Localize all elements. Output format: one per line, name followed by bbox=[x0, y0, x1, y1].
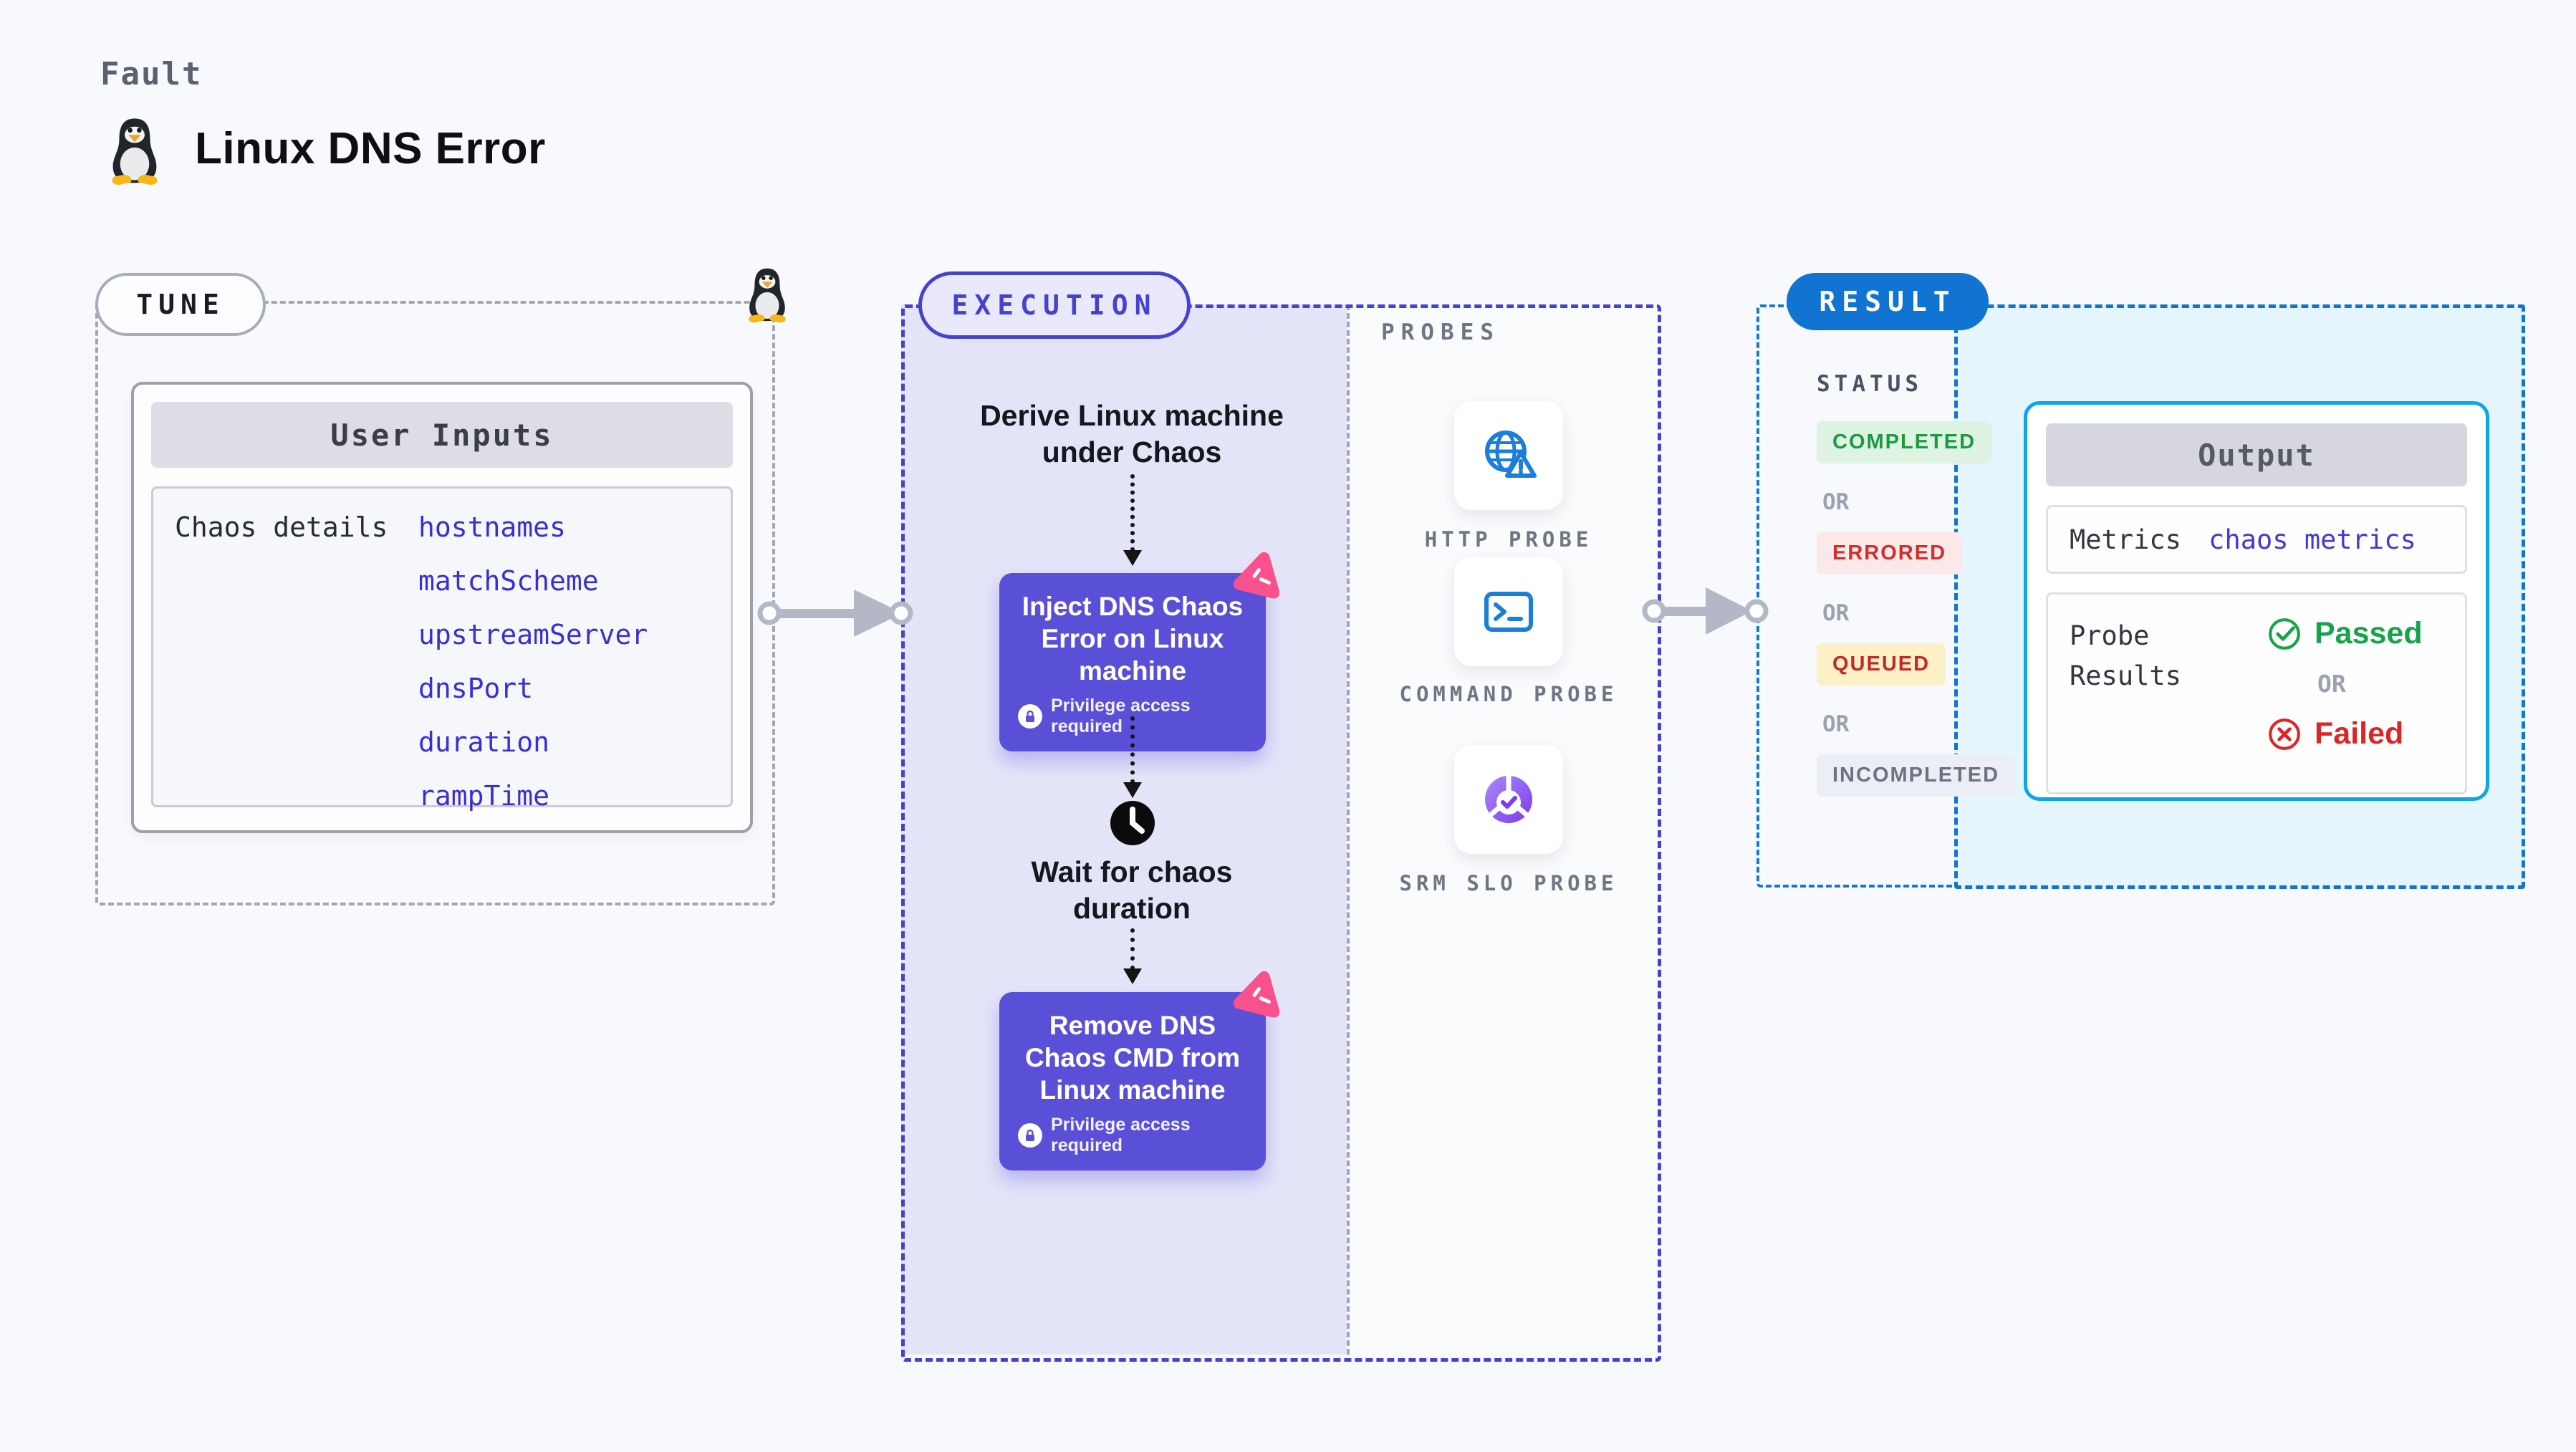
flow-arrow-2 bbox=[1130, 716, 1135, 784]
http-probe-label: HTTP PROBE bbox=[1424, 527, 1593, 552]
probe-results-row: Probe Results Passed OR Failed bbox=[2046, 592, 2467, 794]
privilege-row: Privilege access required bbox=[1018, 696, 1247, 737]
srm-slo-probe-card bbox=[1454, 745, 1563, 854]
tune-pill: TUNE bbox=[95, 273, 266, 336]
flow-arrow-1-head bbox=[1123, 550, 1142, 566]
lock-icon bbox=[1018, 704, 1042, 729]
privilege-text: Privilege access required bbox=[1051, 696, 1191, 737]
param-matchscheme: matchScheme bbox=[418, 565, 599, 597]
tux-linux-icon-small bbox=[745, 266, 789, 327]
status-badge-errored: ERRORED bbox=[1817, 532, 1963, 574]
flow-arrow-3 bbox=[1130, 928, 1135, 970]
probes-section-label: PROBES bbox=[1381, 319, 1500, 345]
clock-icon bbox=[1109, 799, 1156, 850]
passed-verdict: Passed bbox=[2267, 616, 2423, 651]
globe-warning-icon bbox=[1485, 431, 1537, 478]
srm-slo-probe-label: SRM SLO PROBE bbox=[1399, 871, 1618, 895]
status-badge-completed: COMPLETED bbox=[1817, 421, 1992, 463]
fault-kicker: Fault bbox=[100, 56, 203, 92]
or-separator: OR bbox=[1822, 711, 1850, 737]
x-circle-icon bbox=[2269, 718, 2300, 750]
derive-step-text: Derive Linux machine under Chaos bbox=[980, 399, 1284, 469]
terminal-icon bbox=[1484, 592, 1533, 632]
check-circle-icon bbox=[2269, 617, 2300, 650]
passed-text: Passed bbox=[2315, 616, 2423, 650]
failed-text: Failed bbox=[2315, 716, 2404, 751]
execution-to-result-arrow bbox=[1642, 587, 1769, 635]
tune-to-execution-arrow bbox=[757, 590, 913, 637]
command-probe-label: COMMAND PROBE bbox=[1399, 682, 1618, 706]
probe-results-label: Probe Results bbox=[2070, 620, 2181, 691]
inject-node-title: Inject DNS Chaos Error on Linux machine bbox=[1022, 592, 1244, 686]
execution-pill: EXECUTION bbox=[918, 271, 1191, 339]
chaos-details-label: Chaos details bbox=[175, 511, 388, 543]
metrics-label: Metrics bbox=[2070, 524, 2181, 555]
slo-donut-check-icon bbox=[1485, 774, 1532, 823]
privilege-row: Privilege access required bbox=[1018, 1115, 1247, 1156]
param-upstreamserver: upstreamServer bbox=[418, 619, 648, 650]
metrics-row: Metrics chaos metrics bbox=[2046, 505, 2467, 574]
metrics-value: chaos metrics bbox=[2209, 524, 2416, 555]
lock-icon bbox=[1018, 1123, 1042, 1148]
output-header: Output bbox=[2046, 423, 2467, 486]
failed-verdict: Failed bbox=[2267, 716, 2403, 751]
wait-step-text: Wait for chaos duration bbox=[1031, 855, 1233, 925]
chaos-details-table: Chaos details hostnames matchScheme upst… bbox=[151, 486, 733, 812]
user-inputs-card: User Inputs Chaos details hostnames matc… bbox=[131, 382, 753, 833]
param-dnsport: dnsPort bbox=[418, 673, 534, 704]
remove-node-title: Remove DNS Chaos CMD from Linux machine bbox=[1024, 1011, 1241, 1105]
page-title: Linux DNS Error bbox=[195, 124, 546, 173]
user-inputs-header: User Inputs bbox=[151, 402, 733, 468]
flow-arrow-1 bbox=[1130, 474, 1135, 552]
privilege-text: Privilege access required bbox=[1051, 1115, 1191, 1156]
status-badge-queued: QUEUED bbox=[1817, 643, 1946, 686]
or-separator: OR bbox=[1822, 600, 1850, 626]
tux-linux-icon bbox=[107, 116, 162, 190]
chaos-params-list: hostnames matchScheme upstreamServer dns… bbox=[418, 511, 648, 812]
chaos-experiment-icon bbox=[1227, 543, 1292, 611]
flow-arrow-2-head bbox=[1123, 782, 1142, 798]
command-probe-card bbox=[1454, 557, 1563, 666]
status-list: COMPLETED OR ERRORED OR QUEUED OR INCOMP… bbox=[1817, 421, 2016, 797]
chaos-experiment-icon bbox=[1227, 962, 1292, 1030]
or-separator: OR bbox=[1822, 489, 1850, 515]
param-ramptime: rampTime bbox=[418, 780, 550, 812]
param-duration: duration bbox=[418, 726, 550, 758]
status-badge-incompleted: INCOMPLETED bbox=[1817, 754, 2016, 797]
probe-verdicts: Passed OR Failed bbox=[2267, 616, 2423, 792]
status-column-label: STATUS bbox=[1817, 371, 1923, 397]
remove-dns-chaos-node: Remove DNS Chaos CMD from Linux machine … bbox=[999, 971, 1280, 1171]
or-separator: OR bbox=[2317, 670, 2346, 698]
result-pill: RESULT bbox=[1787, 273, 1989, 330]
output-card: Output Metrics chaos metrics Probe Resul… bbox=[2024, 401, 2489, 801]
flow-arrow-3-head bbox=[1123, 968, 1142, 984]
http-probe-card bbox=[1454, 401, 1563, 510]
param-hostnames: hostnames bbox=[418, 511, 566, 543]
